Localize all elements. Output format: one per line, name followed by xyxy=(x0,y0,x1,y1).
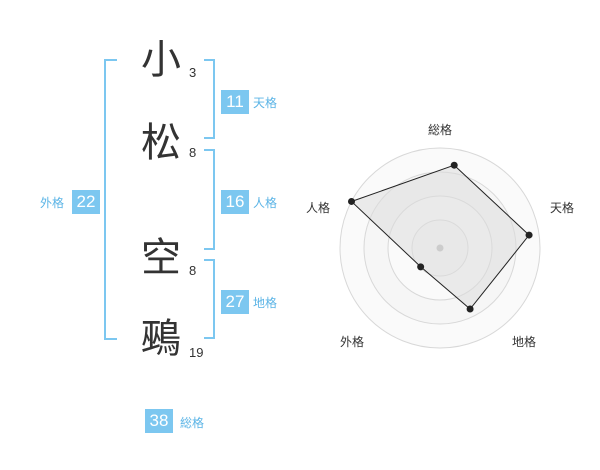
jinkaku-bracket xyxy=(204,149,215,250)
stroke-count-4: 19 xyxy=(189,345,204,360)
radar-points xyxy=(347,161,533,313)
radar-axis-label-chikaku: 地格 xyxy=(512,334,536,349)
radar-point-5 xyxy=(347,197,355,205)
chikaku-value: 27 xyxy=(221,290,249,314)
radar-axis-label-soukaku: 総格 xyxy=(428,122,452,137)
soukaku-label: 総格 xyxy=(180,416,205,430)
radar-point-4 xyxy=(417,263,425,271)
soukaku-value: 38 xyxy=(145,409,173,433)
chikaku-label: 地格 xyxy=(253,296,278,310)
radar-axis-label-tenkaku: 天格 xyxy=(550,200,574,215)
name-char-3: 空 xyxy=(141,235,181,281)
gaikaku-bracket xyxy=(104,59,117,340)
tenkaku-label: 天格 xyxy=(253,96,278,110)
jinkaku-label: 人格 xyxy=(253,196,278,210)
radar-point-1 xyxy=(450,161,458,169)
chikaku-bracket xyxy=(204,259,215,339)
tenkaku-value: 11 xyxy=(221,90,249,114)
stroke-count-3: 8 xyxy=(189,263,197,278)
name-char-4: 鵐 xyxy=(141,316,181,362)
radar-axis-label-gaikaku: 外格 xyxy=(340,334,364,349)
jinkaku-value: 16 xyxy=(221,190,249,214)
radar-axis-label-jinkaku: 人格 xyxy=(306,200,330,215)
stroke-count-1: 3 xyxy=(189,65,197,80)
name-char-2: 松 xyxy=(141,120,181,166)
radar-center-dot xyxy=(436,244,444,252)
tenkaku-bracket xyxy=(204,59,215,139)
stroke-count-2: 8 xyxy=(189,145,197,160)
radar-series-polygon xyxy=(350,164,530,310)
name-char-1: 小 xyxy=(141,37,181,83)
gaikaku-label: 外格 xyxy=(40,196,65,210)
radar-point-2 xyxy=(525,231,533,239)
gaikaku-value: 22 xyxy=(72,190,100,214)
radar-point-3 xyxy=(466,305,474,313)
